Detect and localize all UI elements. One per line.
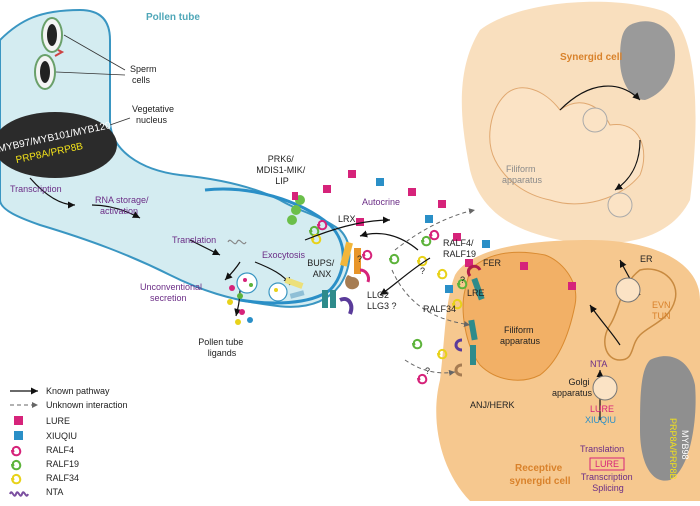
legend-item-xiuqiu: XIUQIU	[46, 431, 77, 441]
question-mark-4: ?	[425, 366, 430, 376]
er-vesicle-icon	[615, 277, 641, 303]
question-mark-1: ?	[357, 254, 362, 264]
rna-icon	[227, 239, 247, 245]
llg-label: LLG2 LLG3 ?	[367, 290, 397, 311]
filiform-apparatus-bottom-label: Filiform apparatus	[500, 325, 541, 346]
legend-item-lure: LURE	[46, 416, 70, 426]
fer-label: FER	[483, 258, 502, 268]
pollen-tube-ligands-label: Pollen tube ligands	[198, 337, 246, 358]
translation-label: Translation	[172, 235, 216, 245]
evn-label: EVN	[652, 300, 671, 310]
unconventional-secretion-label: Unconventional secretion	[140, 282, 205, 303]
prp-syn-label: PRP8A/PRP8B	[668, 418, 678, 480]
legend-known: Known pathway	[46, 386, 110, 396]
ligand-dots	[227, 285, 253, 325]
exocytosis-label: Exocytosis	[262, 250, 306, 260]
anj-herk-label: ANJ/HERK	[470, 400, 515, 410]
lrx-label: LRX	[338, 214, 356, 224]
vegetative-nucleus	[0, 112, 117, 178]
lure-label: LURE	[590, 404, 614, 414]
filiform-apparatus-top-label: Filiform apparatus	[502, 164, 543, 185]
sperm-cells-label: Sperm cells	[130, 64, 159, 85]
pollen-tube-tip-wall	[204, 187, 345, 305]
question-mark-2: ?	[420, 266, 425, 276]
nta-label: NTA	[590, 359, 607, 369]
ralf34-label: RALF34	[423, 304, 456, 314]
pollen-tube	[0, 8, 351, 308]
ligand-squares	[323, 170, 576, 293]
pollen-tube-label: Pollen tube	[146, 12, 200, 23]
tun-label: TUN	[652, 311, 671, 321]
question-mark-3: ?	[460, 275, 465, 285]
legend-item-ralf4: RALF4	[46, 445, 74, 455]
legend-graphics	[9, 387, 38, 497]
receptive-er	[604, 268, 677, 361]
golgi-icon	[592, 375, 618, 401]
transcription-label: Transcription	[10, 184, 62, 194]
bups-anx-label: BUPS/ ANX	[307, 258, 337, 279]
receptive-vacuole	[640, 356, 696, 481]
exocytosis-vesicles	[236, 272, 305, 302]
prk6-label: PRK6/ MDIS1-MIK/ LIP	[256, 154, 308, 186]
myb98-label: MYB98	[680, 430, 690, 460]
golgi-label: Golgi apparatus	[552, 377, 593, 398]
ralf4-19-label: RALF4/ RALF19	[443, 238, 476, 259]
lure-box-label: LURE	[595, 459, 619, 469]
sperm-cells	[34, 17, 65, 90]
legend-item-ralf34: RALF34	[46, 473, 79, 483]
vegetative-nucleus-label: Vegetative nucleus	[132, 104, 177, 125]
legend-unknown: Unknown interaction	[46, 400, 128, 410]
ralf-spirals	[309, 219, 468, 385]
er-label: ER	[640, 254, 653, 264]
fer-receptors	[454, 264, 485, 377]
autocrine-label: Autocrine	[362, 197, 400, 207]
synergid-vacuole	[620, 21, 675, 100]
receptive-synergid-label: Receptive synergid cell	[509, 463, 570, 487]
synergid-cell-label: Synergid cell	[560, 52, 622, 63]
llg-receptor-icon	[322, 290, 354, 315]
rna-storage-label: RNA storage/ activation	[95, 195, 151, 216]
lure-box	[589, 457, 625, 471]
translation-syn-label: Translation	[580, 444, 624, 454]
xiuqiu-label: XIUQIU	[585, 415, 616, 425]
legend-item-ralf19: RALF19	[46, 459, 79, 469]
prk6-receptor-icon	[287, 192, 305, 225]
legend-item-nta: NTA	[46, 487, 63, 497]
transcription-splicing-label: Transcription Splicing	[581, 472, 635, 493]
bups-anx-receptor-icon	[339, 241, 370, 290]
lre-label: LRE	[467, 288, 485, 298]
